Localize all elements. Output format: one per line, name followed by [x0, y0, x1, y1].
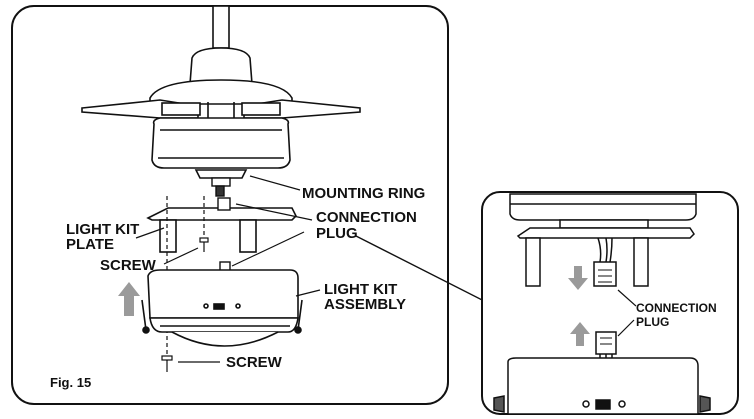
inset-label-connection-line2: PLUG: [636, 315, 669, 329]
leader-light-kit-assembly: [295, 289, 321, 297]
label-light-kit-assembly-line1: LIGHT KIT: [324, 281, 397, 298]
mounting-ring-hub: [211, 177, 231, 197]
label-light-kit-assembly-line2: ASSEMBLY: [324, 296, 406, 313]
screw-lower: [161, 355, 173, 372]
screw-upper: [199, 237, 209, 252]
label-light-kit-plate-line2: PLATE: [66, 236, 114, 253]
label-connection-plug-line2: PLUG: [316, 225, 358, 242]
label-light-kit-plate-line1: LIGHT KIT: [66, 221, 139, 238]
inset-plug-upper: [593, 261, 617, 287]
motor-canopy: [189, 47, 253, 85]
fan-motor: [81, 5, 361, 179]
label-screw-upper: SCREW: [100, 257, 157, 274]
connection-plug-upper: [217, 197, 231, 211]
motor-housing-top: [149, 79, 293, 105]
switch-cap: [194, 169, 248, 179]
leader-light-kit-plate: [135, 227, 165, 239]
label-screw-lower: SCREW: [226, 354, 283, 371]
downrod: [212, 5, 230, 49]
label-mounting-ring: MOUNTING RING: [302, 185, 425, 202]
inset-down-arrow-icon: [568, 266, 588, 290]
leader-screw-upper: [163, 247, 199, 265]
leader-mounting-ring: [249, 175, 301, 191]
label-connection-plug-line1: CONNECTION: [316, 209, 417, 226]
light-kit-assembly: [141, 269, 303, 347]
inset-label-connection-line1: CONNECTION: [636, 301, 717, 315]
glass-bowl: [171, 331, 279, 347]
motor-housing-lower: [151, 117, 291, 169]
inset-up-arrow-icon: [570, 322, 590, 346]
up-arrow-icon: [118, 282, 140, 316]
inset-detail: [493, 193, 711, 415]
figure-caption: Fig. 15: [50, 375, 91, 390]
inset-plug-lower: [595, 331, 617, 355]
